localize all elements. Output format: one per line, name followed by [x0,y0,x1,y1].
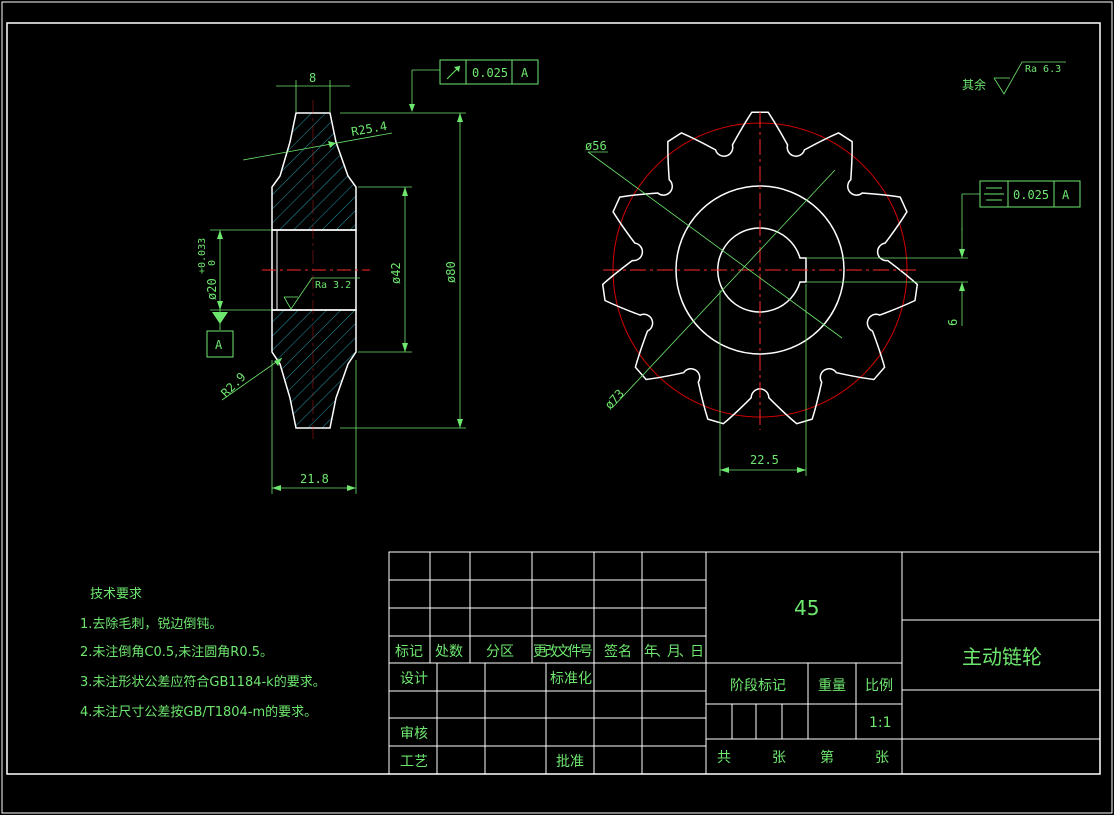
roughness-symbol-icon [283,277,360,310]
front-view: ø56 ø73 22.5 6 0.025 A [585,111,1081,476]
dim-key-depth: 22.5 [750,453,779,467]
rev-header-date: 年、月、日 [644,644,704,660]
rev-header-zone: 分区 [486,644,514,660]
roughness-general-value: Ra 6.3 [1025,64,1061,75]
inner-frame [6,22,1101,775]
dim-key-width: 6 [946,319,960,326]
notes-title: 技术要求 [90,587,142,602]
technical-notes: 技术要求 1.去除毛刺，锐边倒钝。 2.未注倒角C0.5,未注圆角R0.5。 3… [80,587,326,720]
dim-width-top: 8 [309,71,316,85]
sheets-unit-1: 张 [772,750,786,766]
side-view: 8 0.025 A R25.4 ø80 ø42 [197,59,539,494]
bore-tolerance-upper: +0.033 [197,238,208,274]
datum-label: A [215,338,223,352]
dim-bore-dia: ø20 [205,278,219,300]
bore-keyway [717,227,807,313]
rev-header-count: 处数 [435,644,463,660]
roughness-general: 其余 Ra 6.3 [962,61,1066,95]
part-name: 主动链轮 [962,645,1042,669]
label-review: 审核 [400,726,428,742]
roughness-bore: Ra 3.2 [315,280,351,291]
dim-outer-dia: ø80 [444,261,458,283]
note-1: 1.去除毛刺，锐边倒钝。 [80,617,222,632]
note-2: 2.未注倒角C0.5,未注圆角R0.5。 [80,645,273,660]
sheets-unit-2: 张 [875,750,889,766]
label-weight: 重量 [818,678,846,694]
dim-radius-top: R25.4 [350,119,388,139]
title-block-text: 标记 处数 分区 更改文件号 签名 年、月、日 设计 标准化 审核 工艺 批准 … [395,596,1042,770]
dim-73: ø73 [602,387,627,412]
label-stage: 阶段标记 [730,678,786,694]
bore-tolerance-lower: 0 [207,260,218,266]
dim-hub-dia: ø42 [389,262,403,284]
note-4: 4.未注尺寸公差按GB/T1804-m的要求。 [80,704,317,720]
label-standardize: 标准化 [550,671,592,687]
material: 45 [794,596,819,620]
rev-header-mark: 标记 [395,644,423,660]
note-3: 3.未注形状公差应符合GB1184-k的要求。 [80,674,326,690]
label-scale: 比例 [865,678,893,694]
runout-value: 0.025 [472,66,508,80]
symmetry-icon [984,187,1004,201]
datum-triangle-icon [212,312,228,324]
runout-icon [446,65,461,80]
rev-header-doc: 更改文件号 [533,644,593,660]
label-approve: 批准 [556,754,584,770]
section-lower [271,309,357,429]
label-design: 设计 [400,671,428,687]
symmetry-value: 0.025 [1013,188,1049,202]
sheets-total: 共 [717,750,731,766]
sprocket-outline [601,111,919,425]
title-block [388,551,1101,775]
roughness-general-icon [993,61,1066,95]
roughness-prefix: 其余 [962,77,986,92]
label-process: 工艺 [400,754,428,770]
dim-hub-width: 21.8 [300,472,329,486]
sheet-no: 第 [820,749,834,766]
rev-header-sign: 签名 [604,643,632,660]
section-upper [271,112,357,231]
symmetry-datum: A [1062,188,1070,202]
scale-value: 1:1 [869,715,892,731]
dim-56: ø56 [585,139,607,153]
runout-datum: A [521,66,529,80]
